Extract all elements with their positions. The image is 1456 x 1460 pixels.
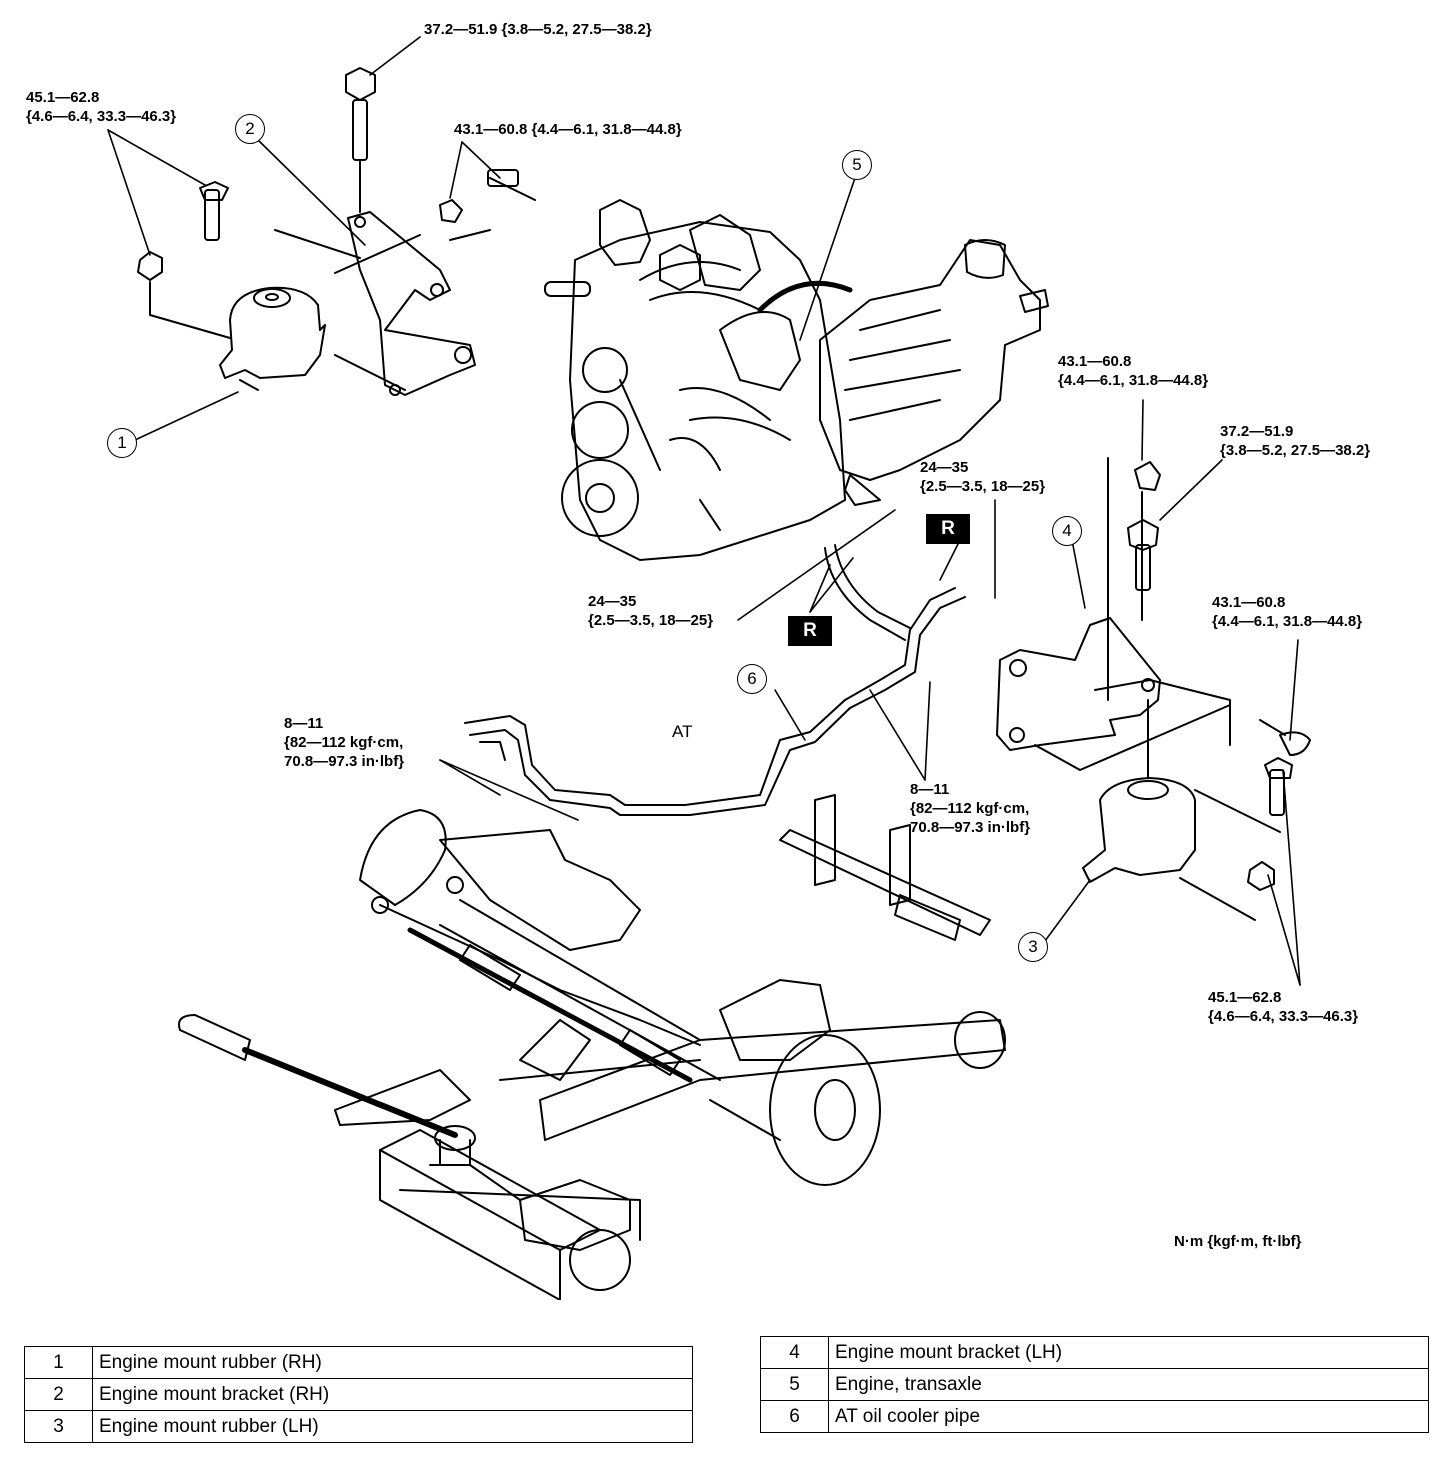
torque-label-bracket-upper: 24—35 {2.5—3.5, 18—25} (920, 458, 1045, 496)
legend-row: 4 Engine mount bracket (LH) (760, 1336, 1429, 1369)
torque-value: 8—11 (910, 781, 950, 798)
legend-part-name: Engine mount bracket (RH) (92, 1378, 693, 1411)
legend-table-right: 4 Engine mount bracket (LH) 5 Engine, tr… (760, 1336, 1429, 1433)
torque-label-pipe-left: 8—11 {82—112 kgf·cm, 70.8—97.3 in·lbf} (284, 714, 404, 771)
torque-label-lh-bracket-nut: 43.1—60.8 {4.4—6.1, 31.8—44.8} (1058, 352, 1208, 390)
torque-value-alt: {4.4—6.1, 31.8—44.8} (1212, 613, 1363, 630)
torque-value: 37.2—51.9 {3.8—5.2, 27.5—38.2} (424, 21, 652, 38)
replace-badge-upper: R (926, 514, 970, 544)
torque-value-alt: {4.4—6.1, 31.8—44.8} (1058, 372, 1209, 389)
torque-value: 43.1—60.8 (1058, 353, 1132, 370)
legend-row: 6 AT oil cooler pipe (760, 1400, 1429, 1433)
torque-value: 43.1—60.8 {4.4—6.1, 31.8—44.8} (454, 121, 682, 138)
torque-value-alt: {2.5—3.5, 18—25} (588, 612, 714, 629)
torque-value-alt: {82—112 kgf·cm, (284, 734, 404, 751)
engine-transaxle (544, 199, 1049, 561)
engine-mount-rubber-rh (137, 181, 326, 391)
torque-value-alt: {4.6—6.4, 33.3—46.3} (1208, 1008, 1359, 1025)
legend-table-left: 1 Engine mount rubber (RH) 2 Engine moun… (24, 1346, 693, 1443)
units-label: N·m {kgf·m, ft·lbf} (1174, 1233, 1302, 1250)
torque-label-rh-bracket-nut: 43.1—60.8 {4.4—6.1, 31.8—44.8} (454, 120, 682, 139)
engine-mount-bracket-rh (274, 67, 536, 396)
legend-number: 6 (760, 1400, 829, 1433)
leader-lines (107, 36, 1301, 986)
callout-5: 5 (842, 150, 872, 180)
torque-value: 45.1—62.8 (1208, 989, 1282, 1006)
torque-value-alt2: 70.8—97.3 in·lbf} (910, 819, 1031, 836)
torque-value: 43.1—60.8 (1212, 594, 1286, 611)
torque-value-alt2: 70.8—97.3 in·lbf} (284, 753, 405, 770)
torque-value: 8—11 (284, 715, 324, 732)
torque-label-bracket-lower: 24—35 {2.5—3.5, 18—25} (588, 592, 713, 630)
exploded-diagram (107, 36, 1311, 1300)
torque-label-rh-rubber: 45.1—62.8 {4.6—6.4, 33.3—46.3} (26, 88, 176, 126)
legend-number: 4 (760, 1336, 829, 1369)
legend-number: 5 (760, 1368, 829, 1401)
torque-value: 45.1—62.8 (26, 89, 100, 106)
torque-label-rh-bracket-bolt: 37.2—51.9 {3.8—5.2, 27.5—38.2} (424, 20, 652, 39)
callout-2: 2 (235, 114, 265, 144)
torque-value: 37.2—51.9 (1220, 423, 1294, 440)
torque-label-lh-rubber-nut: 43.1—60.8 {4.4—6.1, 31.8—44.8} (1212, 593, 1362, 631)
legend-row: 2 Engine mount bracket (RH) (24, 1378, 693, 1411)
torque-value-alt: {3.8—5.2, 27.5—38.2} (1220, 442, 1371, 459)
callout-1: 1 (107, 428, 137, 458)
callout-3: 3 (1018, 932, 1048, 962)
torque-label-lh-rubber-lower: 45.1—62.8 {4.6—6.4, 33.3—46.3} (1208, 988, 1358, 1026)
at-label: AT (672, 722, 693, 741)
legend-number: 2 (24, 1378, 93, 1411)
legend-number: 3 (24, 1410, 93, 1443)
torque-value: 24—35 (920, 459, 969, 476)
legend-row: 3 Engine mount rubber (LH) (24, 1410, 693, 1443)
callout-4: 4 (1052, 516, 1082, 546)
torque-label-pipe-right: 8—11 {82—112 kgf·cm, 70.8—97.3 in·lbf} (910, 780, 1030, 837)
legend-part-name: Engine mount rubber (LH) (92, 1410, 693, 1443)
legend-part-name: Engine mount bracket (LH) (828, 1336, 1429, 1369)
torque-value-alt: {2.5—3.5, 18—25} (920, 478, 1046, 495)
torque-value: 24—35 (588, 593, 637, 610)
callout-6: 6 (737, 664, 767, 694)
legend-part-name: AT oil cooler pipe (828, 1400, 1429, 1433)
legend-number: 1 (24, 1346, 93, 1379)
front-suspension-crossmember (178, 794, 1006, 1300)
legend-part-name: Engine mount rubber (RH) (92, 1346, 693, 1379)
engine-mount-rubber-lh (1082, 699, 1293, 921)
torque-label-lh-bracket-bolt: 37.2—51.9 {3.8—5.2, 27.5—38.2} (1220, 422, 1370, 460)
replace-badge-lower: R (788, 616, 832, 646)
torque-value-alt: {82—112 kgf·cm, (910, 800, 1030, 817)
legend-part-name: Engine, transaxle (828, 1368, 1429, 1401)
legend-row: 5 Engine, transaxle (760, 1368, 1429, 1401)
legend-row: 1 Engine mount rubber (RH) (24, 1346, 693, 1379)
at-oil-cooler-pipe (464, 544, 966, 816)
torque-value-alt: {4.6—6.4, 33.3—46.3} (26, 108, 177, 125)
